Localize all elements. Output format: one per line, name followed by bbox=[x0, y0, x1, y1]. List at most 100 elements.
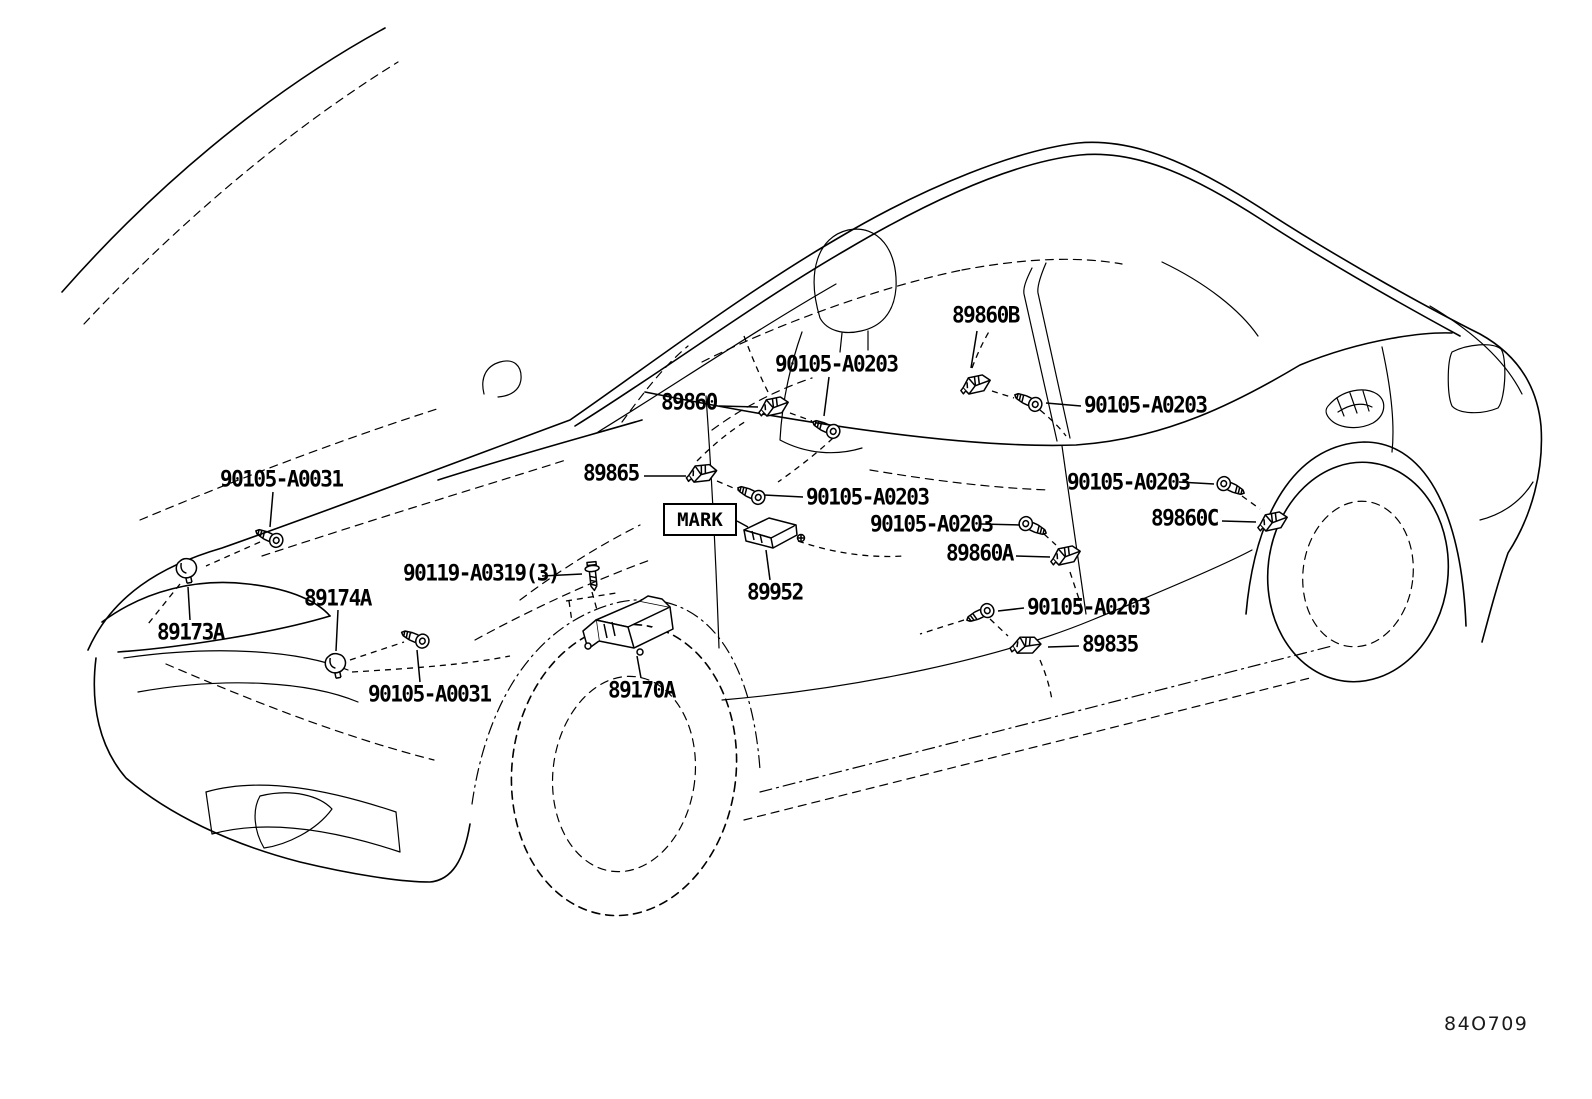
install-dash-lines bbox=[147, 329, 1261, 701]
dash-89860B-to-bolt bbox=[991, 390, 1015, 399]
leader-90105-A0031-upper bbox=[269, 491, 274, 528]
dash-89860-to-pillar bbox=[743, 335, 769, 393]
b-pillar-rear-line bbox=[1037, 262, 1071, 439]
leader-89860A bbox=[1015, 555, 1051, 558]
clip-icon-89173A bbox=[173, 555, 201, 586]
center-sensor-icon-89952 bbox=[743, 517, 806, 549]
front-wheel-inner bbox=[551, 675, 697, 873]
part-label-89860A: 89860A bbox=[946, 540, 1014, 566]
dash-bolt-d-to-89860A bbox=[1043, 533, 1057, 546]
leader-90105-A0203-d bbox=[980, 523, 1021, 526]
sensor-icon-89835 bbox=[1007, 632, 1044, 659]
sensor-icon-89865 bbox=[682, 459, 720, 488]
part-label-89952: 89952 bbox=[747, 579, 804, 605]
dash-screw-to-ecu bbox=[591, 591, 598, 611]
seat-headrest bbox=[813, 228, 897, 334]
front-wheel-arch bbox=[471, 599, 761, 805]
mark-box-label: MARK bbox=[677, 508, 723, 531]
dash-89860-to-bolt bbox=[789, 412, 813, 422]
part-label-90105-A0031-lower: 90105-A0031 bbox=[368, 681, 492, 707]
hood-inner-line bbox=[139, 407, 441, 521]
seat-back bbox=[779, 330, 869, 454]
leader-90105-A0031-lower bbox=[416, 649, 421, 683]
part-label-89174A: 89174A bbox=[304, 585, 372, 611]
rear-door-handle bbox=[1325, 389, 1385, 429]
dash-bolt-e-to-89860C bbox=[1241, 495, 1261, 510]
b-pillar-front-line bbox=[1023, 267, 1058, 442]
cowl-line bbox=[437, 419, 643, 481]
dash-bolt-b-to-pillar bbox=[1039, 409, 1067, 437]
clip-icon-89174A bbox=[322, 650, 350, 681]
leader-89170A bbox=[636, 655, 642, 679]
rear-wheel-arch bbox=[1245, 441, 1467, 627]
dash-bolt-a-down bbox=[777, 437, 834, 483]
part-label-89860C: 89860C bbox=[1151, 505, 1219, 531]
leader-lines bbox=[187, 330, 1257, 683]
sensor-icon-89860 bbox=[754, 391, 792, 422]
leader-90105-A0203-c bbox=[763, 494, 804, 498]
curtain-airbag-line-rear bbox=[961, 258, 1123, 271]
leader-90105-A0203-f bbox=[997, 607, 1025, 612]
windshield-pillar-inner bbox=[597, 283, 837, 433]
leader-mark-box bbox=[736, 520, 749, 528]
part-label-89170A: 89170A bbox=[608, 677, 676, 703]
part-label-90105-A0031-upper: 90105-A0031 bbox=[220, 466, 344, 492]
dash-clip-89174A-to-body bbox=[351, 655, 511, 673]
car-body-outline bbox=[61, 27, 1543, 883]
part-label-89173A: 89173A bbox=[157, 619, 225, 645]
ecu-bracket-hidden-outline bbox=[565, 592, 617, 623]
bumper-lower-outline bbox=[93, 657, 471, 883]
fuel-lid bbox=[1447, 344, 1506, 414]
rear-wheel-inner bbox=[1302, 500, 1414, 648]
fender-hidden-line bbox=[165, 663, 435, 761]
bolt-icon-90105-A0203-89860A bbox=[1016, 513, 1050, 541]
leader-89860C bbox=[1221, 520, 1257, 523]
curtain-airbag-line-front bbox=[701, 269, 963, 363]
rocker-line-lower bbox=[743, 676, 1315, 821]
lower-intake-top bbox=[205, 784, 397, 813]
far-windshield-pillar bbox=[61, 27, 386, 293]
part-label-90105-A0203-d: 90105-A0203 bbox=[870, 511, 994, 537]
leader-89860B bbox=[970, 330, 978, 369]
grille-line-2 bbox=[137, 682, 359, 703]
lower-intake-bottom bbox=[205, 791, 401, 853]
door-bottom-line bbox=[721, 549, 1253, 701]
rear-wheel-outer bbox=[1266, 461, 1450, 683]
dash-clip-89174A-to-bolt bbox=[349, 641, 405, 661]
leader-90105-A0203-b bbox=[1045, 402, 1082, 407]
a-pillar-hidden-line bbox=[621, 345, 689, 423]
leader-90105-A0203-a bbox=[823, 376, 830, 417]
dash-89865-to-bolt bbox=[716, 480, 739, 491]
dash-panel-hidden-line bbox=[711, 377, 813, 431]
bolt-icon-90105-A0203-89835 bbox=[963, 600, 997, 628]
bolt-icon-90105-A0203-89860B bbox=[1011, 387, 1045, 415]
airbag-ecu-icon-89170A bbox=[582, 595, 674, 656]
leader-89174A bbox=[335, 609, 339, 652]
part-label-89860B: 89860B bbox=[952, 302, 1020, 328]
dash-89860A-down bbox=[1069, 571, 1083, 609]
fog-lamp bbox=[254, 792, 333, 849]
part-icons bbox=[173, 369, 1291, 681]
dash-89865-to-cowl bbox=[696, 419, 749, 462]
part-label-89860: 89860 bbox=[661, 389, 718, 415]
dash-89835-down bbox=[1039, 659, 1053, 701]
part-label-90105-A0203-e: 90105-A0203 bbox=[1067, 469, 1191, 495]
bolt-icon-90105-A0031-upper bbox=[252, 523, 286, 551]
dash-bolt-f-to-89835 bbox=[989, 618, 1009, 637]
rear-bumper-crease bbox=[1479, 481, 1534, 521]
body-silhouette bbox=[87, 141, 1543, 651]
leader-89952 bbox=[765, 549, 771, 581]
front-wheel-outer bbox=[510, 623, 738, 917]
hood-crease bbox=[261, 459, 567, 557]
mark-box: MARK bbox=[663, 503, 737, 536]
headlight-upper bbox=[101, 581, 331, 623]
part-label-90105-A0203-a: 90105-A0203 bbox=[775, 351, 899, 377]
dash-bolt-to-clip-89173A bbox=[205, 541, 261, 567]
trunk-seam bbox=[1429, 305, 1523, 395]
leader-89835 bbox=[1047, 645, 1080, 648]
floor-harness-line-2 bbox=[519, 524, 641, 601]
part-label-90105-A0203-f: 90105-A0203 bbox=[1027, 594, 1151, 620]
screw-icon-90119-A0319 bbox=[583, 560, 603, 592]
